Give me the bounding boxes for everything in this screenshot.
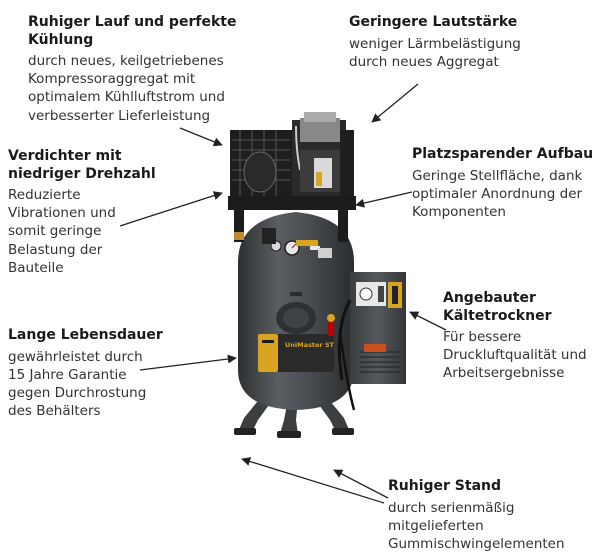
callout-noise: Geringere Lautstärke weniger Lärmbelästi… (349, 14, 521, 71)
callout-dryer-heading: Angebauter Kältetrockner (443, 290, 587, 325)
callout-cooling-text: durch neues, keilgetriebenes Kompressora… (28, 52, 236, 125)
callout-rpm-heading: Verdichter mit niedriger Drehzahl (8, 148, 156, 183)
arrow-dryer (410, 312, 446, 330)
callout-lifetime: Lange Lebensdauer gewährleistet durch 15… (8, 327, 163, 420)
callout-dryer-text: Für bessere Druckluftqualität und Arbeit… (443, 328, 587, 383)
callout-rpm-text: Reduzierte Vibrationen und somit geringe… (8, 186, 156, 277)
arrow-noise (372, 84, 418, 122)
arrow-space (356, 192, 412, 205)
callout-noise-heading: Geringere Lautstärke (349, 14, 521, 32)
callout-lifetime-text: gewährleistet durch 15 Jahre Garantie ge… (8, 348, 163, 421)
callout-stand-text: durch serienmäßig mitgelieferten Gummisc… (388, 499, 565, 553)
callout-noise-text: weniger Lärmbelästigung durch neues Aggr… (349, 35, 521, 71)
callout-rpm: Verdichter mit niedriger Drehzahl Reduzi… (8, 148, 156, 277)
callout-stand: Ruhiger Stand durch serienmäßig mitgelie… (388, 478, 565, 553)
callout-cooling: Ruhiger Lauf und perfekte Kühlung durch … (28, 14, 236, 125)
callout-dryer: Angebauter Kältetrockner Für bessere Dru… (443, 290, 587, 383)
arrow-cooling (180, 128, 222, 145)
arrow-stand-up (334, 470, 388, 498)
callout-stand-heading: Ruhiger Stand (388, 478, 565, 496)
callout-space-heading: Platzsparender Aufbau (412, 146, 593, 164)
callout-space-text: Geringe Stellfläche, dank optimaler Anor… (412, 167, 593, 222)
callout-space: Platzsparender Aufbau Geringe Stellfläch… (412, 146, 593, 221)
callout-cooling-heading: Ruhiger Lauf und perfekte Kühlung (28, 14, 236, 49)
callout-lifetime-heading: Lange Lebensdauer (8, 327, 163, 345)
arrow-stand-left (242, 459, 384, 503)
